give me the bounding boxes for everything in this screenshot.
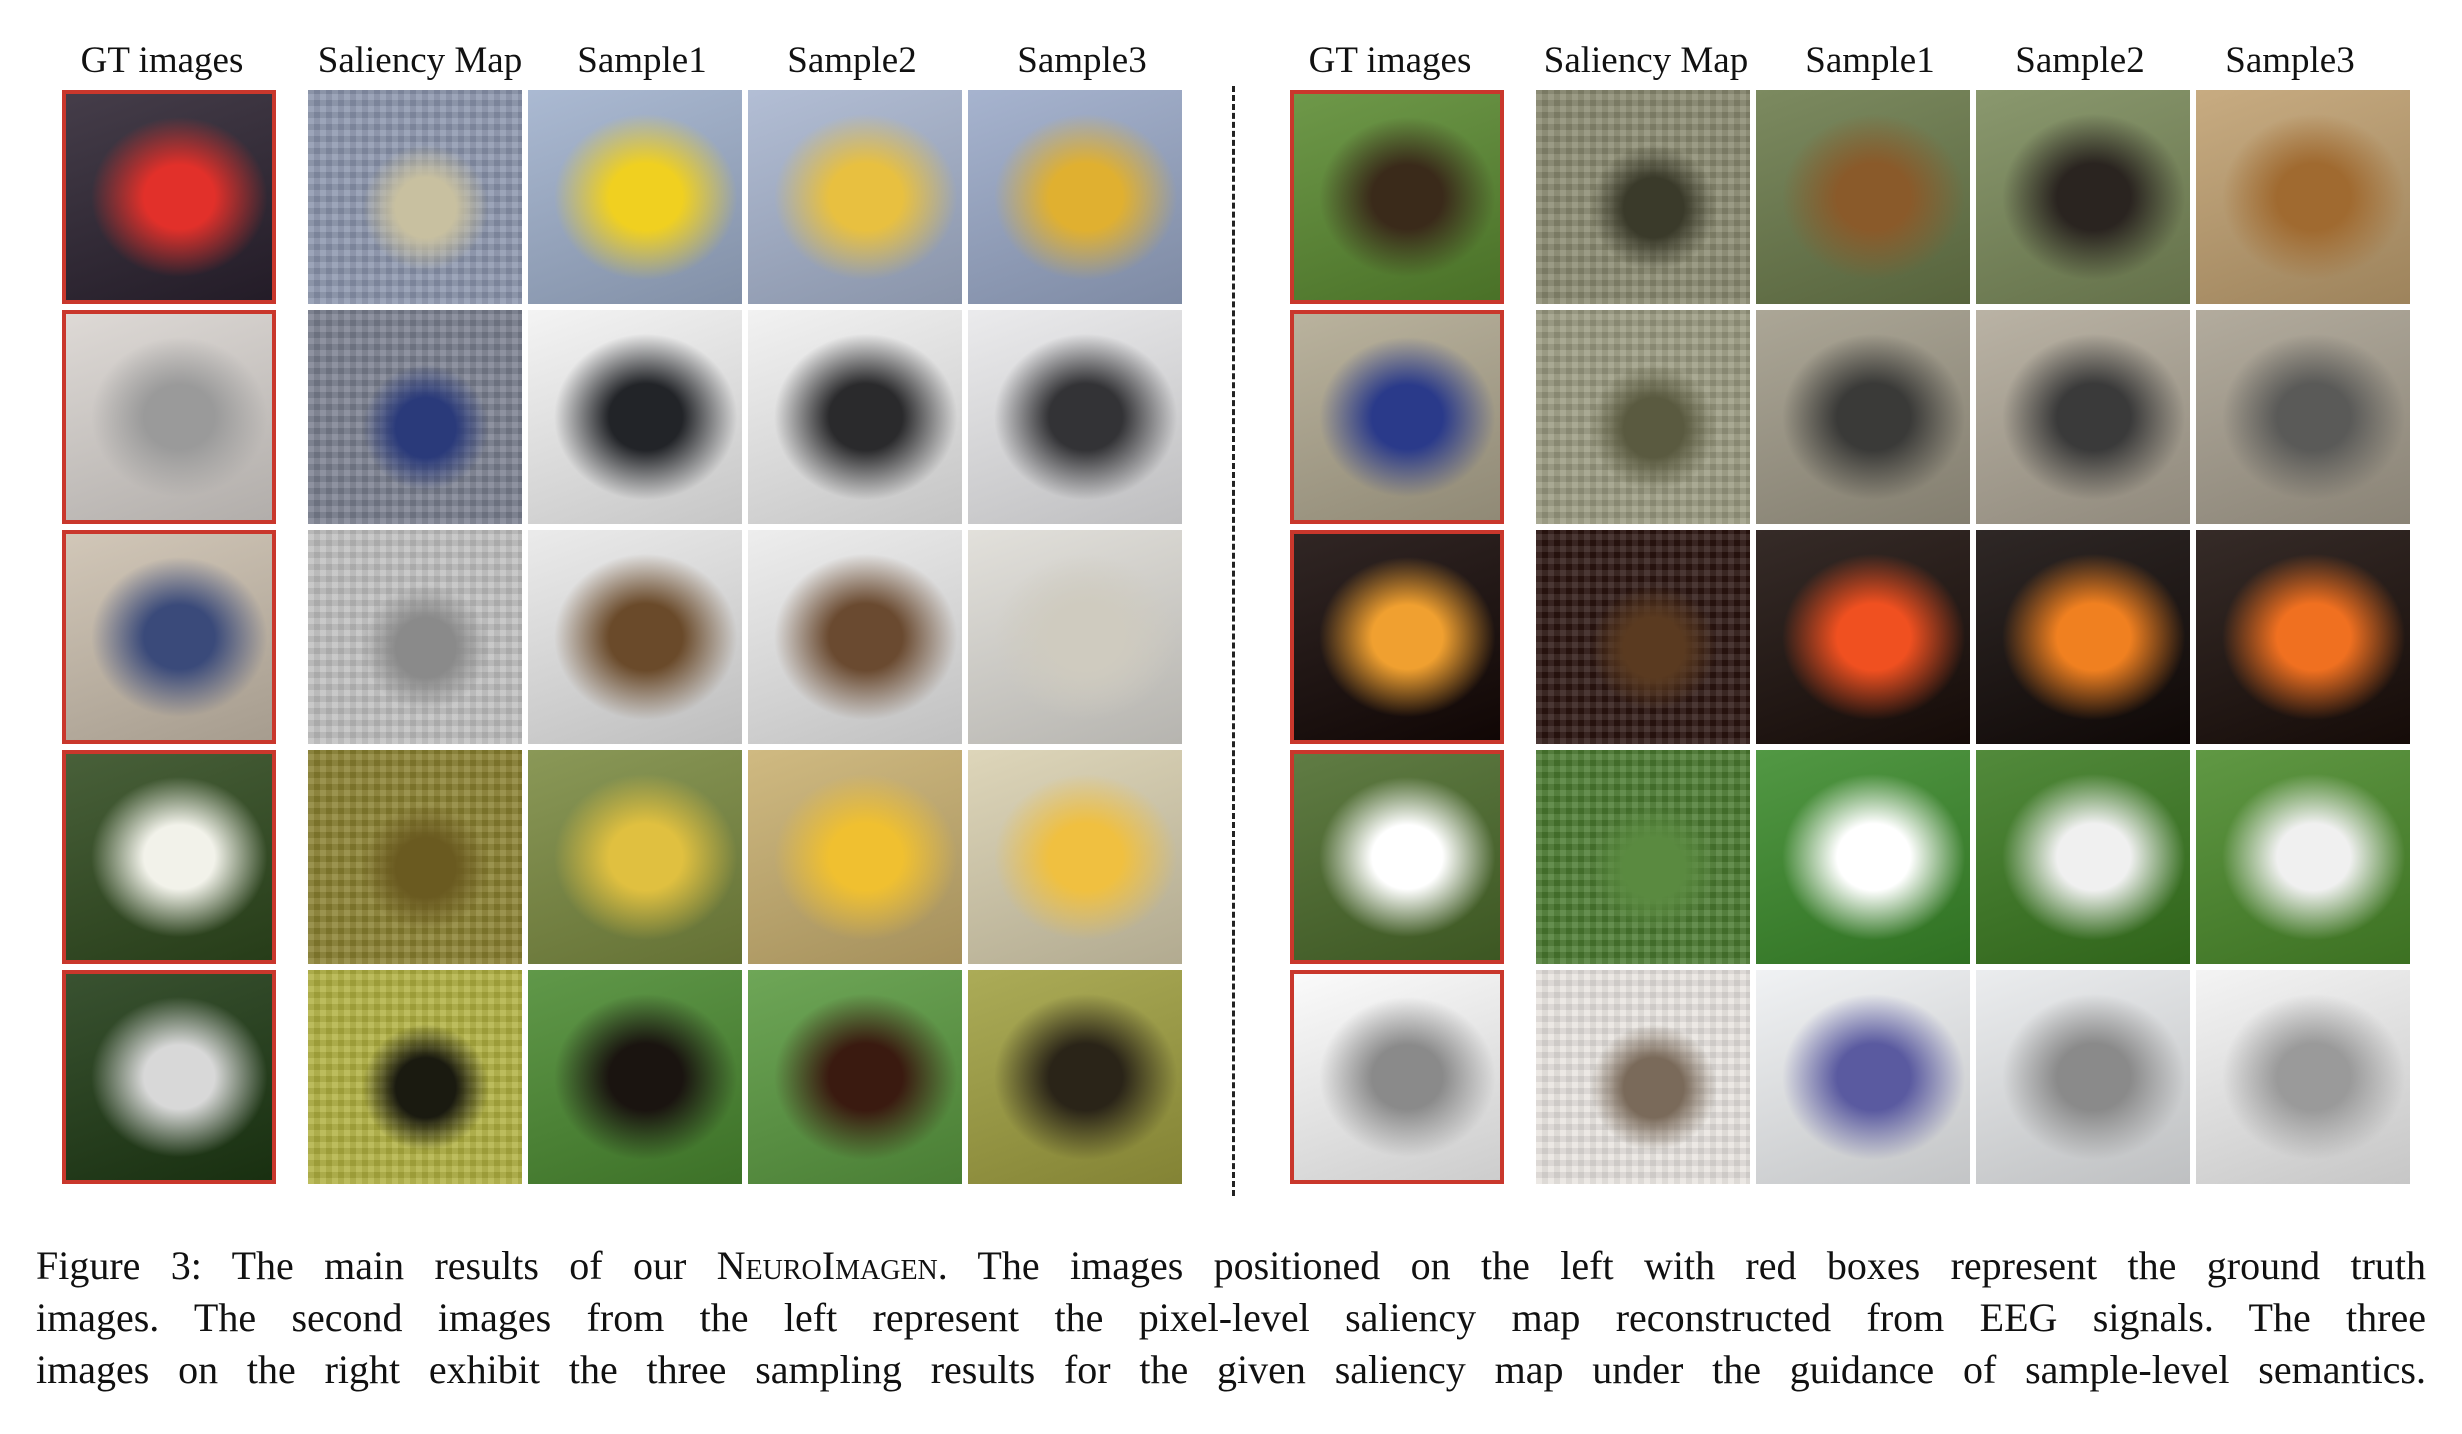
right-row1-gt-image-german-shepherd (1290, 90, 1504, 304)
left-row1-gt-image-parachute (62, 90, 276, 304)
right-col-header-1: GT images (1308, 40, 1472, 81)
left-col-header-5: Sample3 (1017, 40, 1147, 81)
right-row2-sample-1-sneaker (1756, 310, 1970, 524)
right-row4-sample-3-golf-ball (2196, 750, 2410, 964)
right-row3-sample-1-jack-o-lantern (1756, 530, 1970, 744)
left-row1-sample-2-parachute (748, 90, 962, 304)
left-row3-sample-3-mug (968, 530, 1182, 744)
left-col-header-1: GT images (80, 40, 244, 81)
right-row5-sample-1-computer (1756, 970, 1970, 1184)
right-col-header-3: Sample1 (1805, 40, 1935, 81)
dashed-divider (1232, 86, 1235, 1196)
left-row2-sample-1-espresso-machine (528, 310, 742, 524)
left-row4-sample-1-daisies (528, 750, 742, 964)
right-row5-saliency-map-computer (1536, 970, 1750, 1184)
right-row2-gt-image-sneaker (1290, 310, 1504, 524)
right-row4-sample-1-golf-ball (1756, 750, 1970, 964)
left-col-header-2: Saliency Map (317, 40, 523, 81)
right-row2-saliency-map-sneaker (1536, 310, 1750, 524)
right-row3-sample-3-jack-o-lantern (2196, 530, 2410, 744)
left-row5-saliency-map-butterfly (308, 970, 522, 1184)
left-row5-sample-2-butterfly (748, 970, 962, 1184)
caption-line-3: images on the right exhibit the three sa… (36, 1347, 2426, 1392)
right-col-header-2: Saliency Map (1543, 40, 1749, 81)
left-row2-saliency-map-espresso-machine (308, 310, 522, 524)
right-row1-sample-2-german-shepherd (1976, 90, 2190, 304)
left-row3-sample-2-mug (748, 530, 962, 744)
left-row5-sample-3-butterfly (968, 970, 1182, 1184)
left-row2-sample-3-espresso-machine (968, 310, 1182, 524)
left-row4-saliency-map-daisies (308, 750, 522, 964)
left-col-header-3: Sample1 (577, 40, 707, 81)
right-row5-gt-image-computer (1290, 970, 1504, 1184)
left-row4-sample-3-daisies (968, 750, 1182, 964)
right-row2-sample-3-sneaker (2196, 310, 2410, 524)
right-row4-saliency-map-golf-ball (1536, 750, 1750, 964)
right-col-header-4: Sample2 (2015, 40, 2145, 81)
left-row3-gt-image-mug (62, 530, 276, 744)
right-row4-gt-image-golf-ball (1290, 750, 1504, 964)
left-row2-gt-image-espresso-machine (62, 310, 276, 524)
left-row2-sample-2-espresso-machine (748, 310, 962, 524)
right-row2-sample-2-sneaker (1976, 310, 2190, 524)
left-col-header-4: Sample2 (787, 40, 917, 81)
left-row5-sample-1-butterfly (528, 970, 742, 1184)
left-row1-sample-1-parachute (528, 90, 742, 304)
left-row4-sample-2-daisies (748, 750, 962, 964)
method-name: NeuroImagen (716, 1243, 938, 1288)
left-row1-sample-3-parachute (968, 90, 1182, 304)
caption-line-2: images. The second images from the left … (36, 1295, 2426, 1340)
caption-line-1: Figure 3: The main results of our NeuroI… (36, 1243, 2426, 1288)
left-row3-sample-1-mug (528, 530, 742, 744)
left-row4-gt-image-daisies (62, 750, 276, 964)
right-row3-sample-2-jack-o-lantern (1976, 530, 2190, 744)
right-row3-saliency-map-jack-o-lantern (1536, 530, 1750, 744)
right-row1-sample-1-german-shepherd (1756, 90, 1970, 304)
right-row1-saliency-map-german-shepherd (1536, 90, 1750, 304)
right-row1-sample-3-german-shepherd (2196, 90, 2410, 304)
right-row3-gt-image-jack-o-lantern (1290, 530, 1504, 744)
figure-caption: Figure 3: The main results of our NeuroI… (36, 1240, 2426, 1396)
left-row5-gt-image-butterfly (62, 970, 276, 1184)
left-row3-saliency-map-mug (308, 530, 522, 744)
left-row1-saliency-map-parachute (308, 90, 522, 304)
right-row4-sample-2-golf-ball (1976, 750, 2190, 964)
right-row5-sample-3-computer (2196, 970, 2410, 1184)
right-row5-sample-2-computer (1976, 970, 2190, 1184)
right-col-header-5: Sample3 (2225, 40, 2355, 81)
